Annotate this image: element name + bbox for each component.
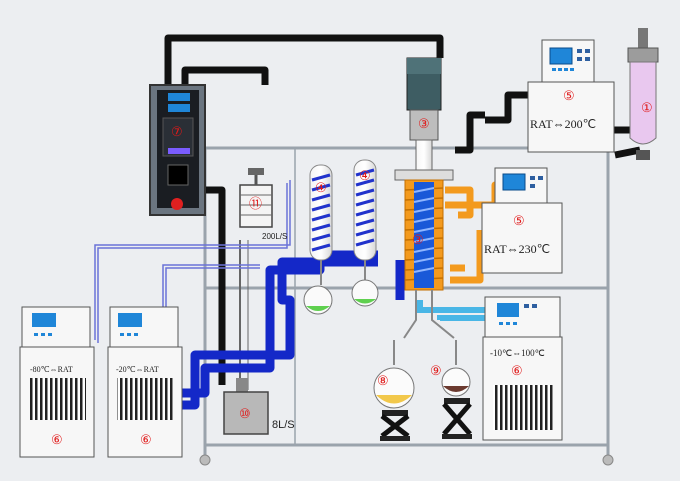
heater-middle: RAT⇔230℃ — [481, 167, 563, 274]
marker-feed-tank: ① — [641, 101, 653, 116]
black-hoses — [164, 34, 641, 385]
marker-flask-2: ⑨ — [430, 364, 442, 379]
chiller-left-1: -80℃⇔RAT — [19, 306, 95, 458]
marker-column: ③ — [412, 233, 424, 248]
receiving-flask-2 — [441, 340, 472, 439]
controller-screen-top — [168, 93, 190, 101]
diffusion-pump-rate: 200L/S — [262, 232, 287, 241]
heater-top: RAT⇔200℃ — [527, 39, 615, 153]
marker-controller: ⑦ — [171, 125, 183, 140]
marker-flask-1: ⑧ — [377, 374, 389, 389]
blue-hoses — [182, 250, 405, 410]
condenser-right — [351, 159, 379, 307]
feed-tank — [627, 28, 659, 160]
marker-heater-top: ⑤ — [563, 89, 575, 104]
chiller-left2-range: -20℃⇔RAT — [116, 365, 159, 374]
chiller-right: -10℃⇔100℃ — [482, 296, 563, 441]
chiller-left-2: -20℃⇔RAT — [107, 306, 183, 458]
marker-heater-mid: ⑤ — [513, 214, 525, 229]
power-switch-icon[interactable] — [171, 198, 183, 210]
chiller-right-range: -10℃⇔100℃ — [490, 348, 545, 358]
marker-chiller-right: ⑥ — [511, 364, 523, 379]
receiving-flask-1 — [373, 340, 415, 441]
heater-top-range: RAT⇔200℃ — [530, 117, 596, 131]
frame-wheels — [199, 454, 614, 466]
marker-chiller-left-1: ⑥ — [51, 433, 63, 448]
vacuum-pump: 8L/S — [223, 378, 295, 435]
controller-unit — [149, 84, 206, 216]
component-markers: ① ③ ③ ④ ④ ⑤ ⑤ ⑥ ⑥ ⑥ ⑦ ⑧ ⑨ ⑩ ⑪ — [51, 89, 653, 448]
marker-condenser-1: ④ — [315, 181, 327, 196]
marker-vacuum-pump: ⑩ — [239, 407, 251, 422]
evaporator-column — [394, 139, 455, 339]
chiller-left1-range: -80℃⇔RAT — [30, 365, 73, 374]
motor — [406, 57, 442, 141]
condenser-left — [303, 164, 333, 315]
marker-diffusion-pump: ⑪ — [249, 197, 262, 212]
marker-motor: ③ — [418, 117, 430, 132]
heater-mid-range: RAT⇔230℃ — [484, 242, 550, 256]
marker-condenser-2: ④ — [359, 169, 371, 184]
vacuum-pump-rate: 8L/S — [272, 419, 295, 431]
marker-chiller-left-2: ⑥ — [140, 433, 152, 448]
